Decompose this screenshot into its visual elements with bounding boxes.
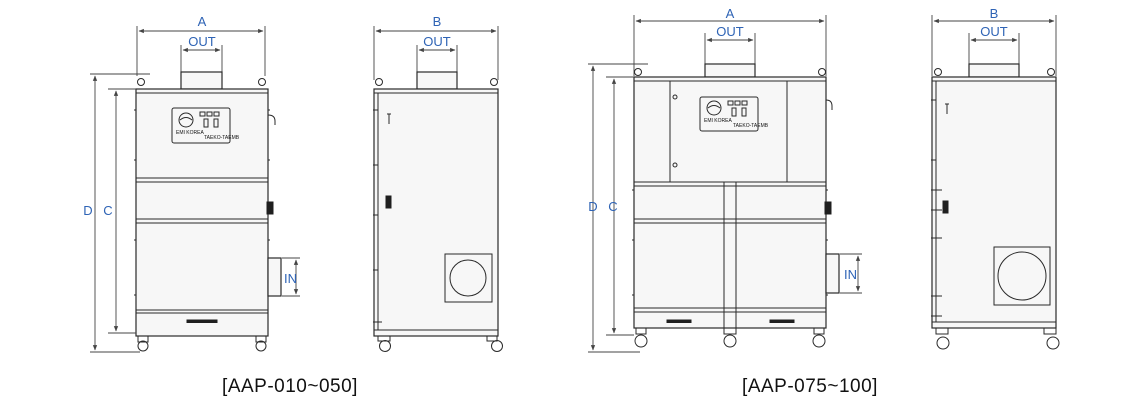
left-side-hinges xyxy=(373,109,382,323)
left-side-outlet-duct xyxy=(416,71,458,90)
right-front-control-plate: EMI KOREA TAEKO-TAEMB xyxy=(699,96,769,132)
left-side-cabinet xyxy=(373,88,499,337)
left-front-dim-d-label: D xyxy=(83,203,92,218)
left-front-dim-d: D xyxy=(83,73,150,353)
left-front-outlet-duct xyxy=(180,71,223,90)
right-front-drawer-handles xyxy=(666,319,795,323)
left-side-door-pin xyxy=(387,113,391,124)
left-side-dim-b: B xyxy=(373,14,499,80)
right-front-plate-brand: EMI KOREA xyxy=(704,118,732,124)
left-front-dim-out: OUT xyxy=(180,34,223,72)
right-side-out-label: OUT xyxy=(980,24,1008,39)
left-front-dim-a: A xyxy=(136,14,266,76)
left-front-lug-left xyxy=(137,78,145,86)
right-front-plate-model: TAEKO-TAEMB xyxy=(733,123,769,129)
left-side-dim-b-label: B xyxy=(433,14,442,29)
right-front-dim-in: IN xyxy=(840,253,862,294)
left-front-casters xyxy=(137,335,267,352)
left-front-latch xyxy=(266,201,274,215)
left-front-dim-c-label: C xyxy=(103,203,112,218)
left-front-plate-model: TAEKO-TAEMB xyxy=(204,135,240,141)
left-front-lug-right xyxy=(258,78,266,86)
left-side-latch xyxy=(385,195,392,209)
right-side-latch xyxy=(942,200,949,214)
right-side-outlet-duct xyxy=(968,63,1020,78)
left-side-casters xyxy=(377,335,503,352)
left-front-in-label: IN xyxy=(284,271,297,286)
right-side-dim-b-label: B xyxy=(990,6,999,21)
left-side-inlet-port xyxy=(444,253,493,303)
left-front-handle xyxy=(267,114,276,125)
right-side-inlet-port xyxy=(993,246,1051,306)
right-front-dim-a-label: A xyxy=(726,6,735,21)
left-front-dim-a-label: A xyxy=(198,14,207,29)
left-group-caption: [AAP-010~050] xyxy=(222,376,358,397)
right-side-view: B OUT xyxy=(931,6,1060,350)
right-front-casters xyxy=(634,327,826,348)
right-front-latch xyxy=(824,201,832,215)
left-front-inlet xyxy=(267,257,282,297)
right-front-handle xyxy=(825,99,833,110)
right-front-dim-c: C xyxy=(606,76,634,336)
left-front-drawer-handle xyxy=(186,319,218,323)
right-front-dim-c-label: C xyxy=(608,199,617,214)
right-front-outlet-duct xyxy=(704,63,756,78)
right-front-dim-d: D xyxy=(588,63,648,353)
left-side-out-label: OUT xyxy=(423,34,451,49)
right-front-dim-d-label: D xyxy=(588,199,597,214)
right-side-door-pin xyxy=(945,103,949,114)
right-front-view: A OUT EMI KOREA TAEKO-TAEMB xyxy=(588,6,862,353)
left-side-dim-out: OUT xyxy=(416,34,458,72)
right-front-dim-a: A xyxy=(633,6,827,76)
left-front-plate-brand: EMI KOREA xyxy=(176,130,204,136)
right-group-caption: [AAP-075~100] xyxy=(742,376,878,397)
right-front-rivets xyxy=(632,189,828,296)
right-front-cabinet xyxy=(633,76,827,329)
right-front-inlet xyxy=(825,253,840,294)
right-side-casters xyxy=(935,327,1060,350)
right-front-out-label: OUT xyxy=(716,24,744,39)
left-front-control-plate: EMI KOREA TAEKO-TAEMB xyxy=(171,107,240,144)
right-side-dim-out: OUT xyxy=(968,24,1020,64)
left-front-dim-in: IN xyxy=(282,257,300,297)
right-side-dim-b: B xyxy=(931,6,1057,76)
left-front-out-label: OUT xyxy=(188,34,216,49)
left-side-view: B OUT xyxy=(373,14,503,352)
right-front-control-door xyxy=(669,80,788,183)
right-front-dim-out: OUT xyxy=(704,24,756,64)
left-front-view: A OUT xyxy=(83,14,300,353)
right-front-in-label: IN xyxy=(844,267,857,282)
left-front-cabinet xyxy=(135,88,269,337)
right-side-hinges xyxy=(931,99,942,317)
left-front-dim-c: C xyxy=(103,88,136,334)
